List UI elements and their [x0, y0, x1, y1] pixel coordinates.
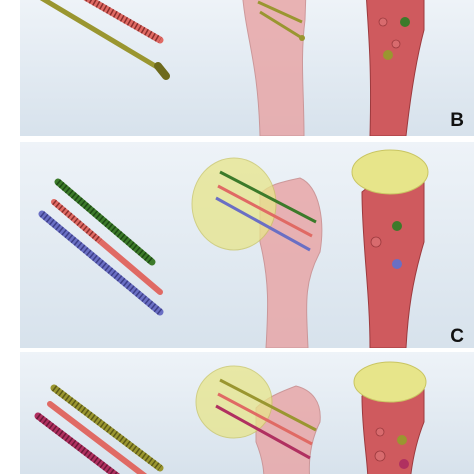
screw-olive-isolated — [39, 0, 170, 80]
screw-olive-isolated — [50, 384, 164, 472]
femur-solid-d — [353, 361, 427, 474]
panel-c-illustration — [38, 149, 429, 348]
femur-translucent-c — [191, 157, 323, 348]
femur-translucent-d — [195, 365, 321, 474]
femur-translucent-b — [242, 0, 307, 136]
panel-d — [20, 352, 474, 474]
panel-b-illustration — [39, 0, 425, 136]
femur-solid-c — [351, 149, 429, 348]
femur-solid-b — [366, 0, 425, 136]
screw-red-isolated — [51, 199, 163, 295]
screw-blue-isolated — [38, 210, 164, 316]
panel-label-c: C — [450, 326, 464, 347]
screw-red-isolated — [47, 401, 148, 474]
panel-label-b: B — [450, 110, 464, 131]
screw-maroon-isolated — [34, 412, 121, 474]
screw-green-isolated — [54, 178, 156, 266]
panel-d-illustration — [34, 361, 427, 474]
panel-b: B — [20, 0, 474, 136]
screw-red-isolated — [83, 0, 164, 44]
panel-c: C — [20, 142, 474, 348]
